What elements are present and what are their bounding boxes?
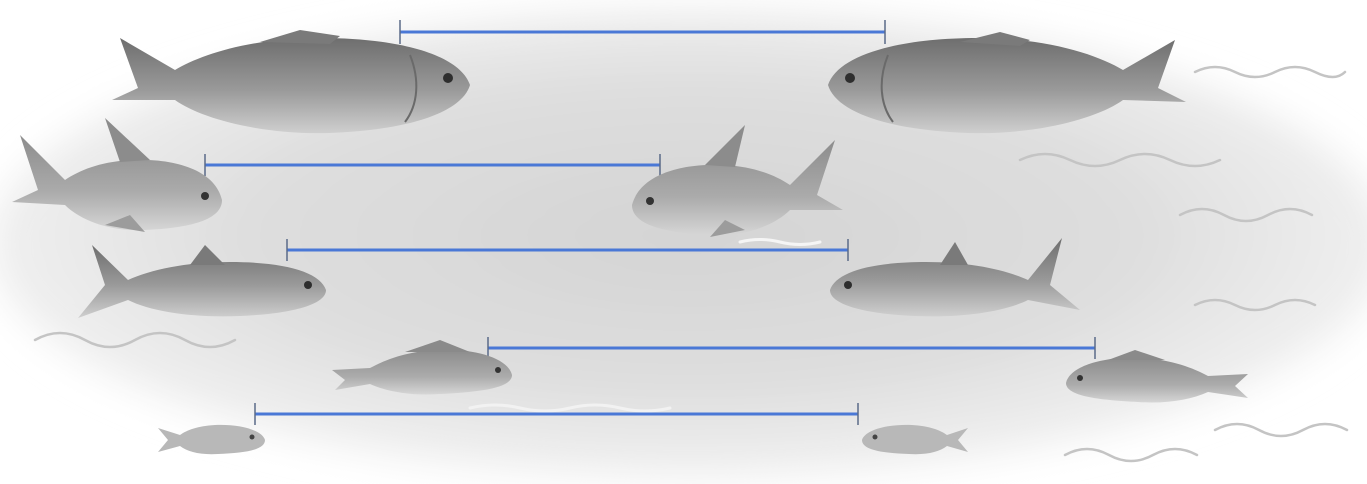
wave-line [1065, 449, 1197, 461]
wave-line [1195, 67, 1345, 77]
fish-small-left [158, 425, 265, 454]
wave-line [1215, 424, 1347, 436]
